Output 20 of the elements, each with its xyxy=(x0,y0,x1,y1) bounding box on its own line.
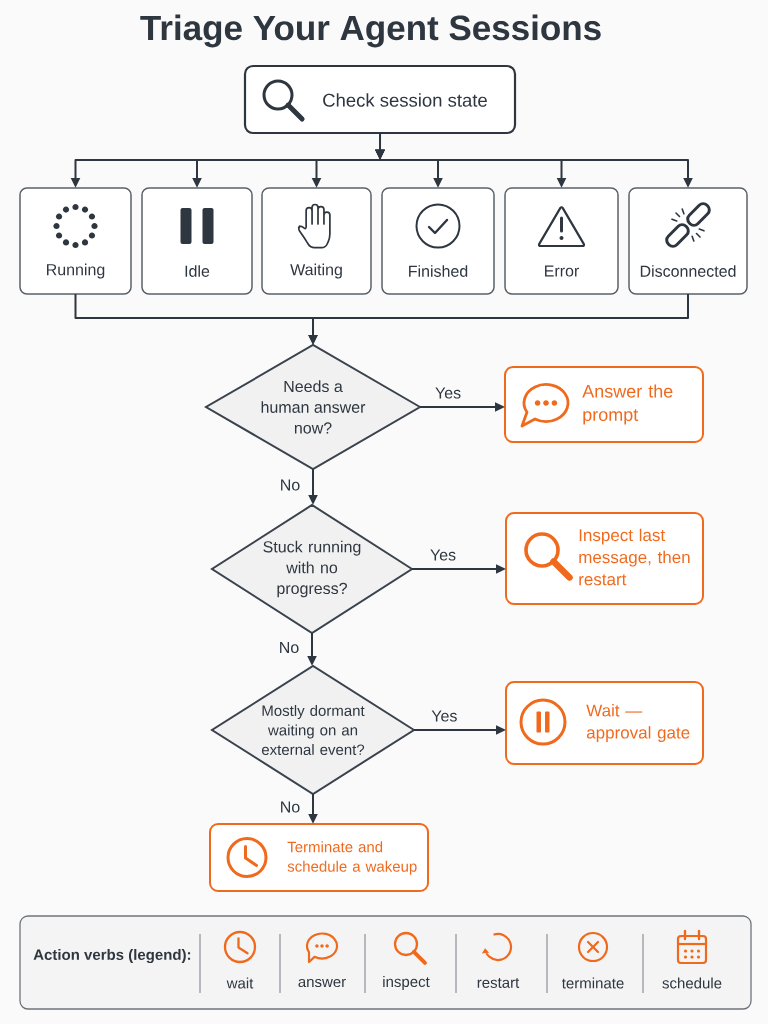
state-box: Finished xyxy=(381,187,495,295)
process-box: Check session state xyxy=(243,64,517,135)
legend-label: schedule xyxy=(662,977,722,989)
state-box: Disconnected xyxy=(628,187,748,295)
edge-label: No xyxy=(277,640,301,655)
state-box: Running xyxy=(19,187,132,295)
title: Triage Your Agent Sessions xyxy=(140,14,601,48)
state-box: Idle xyxy=(141,187,253,295)
legend-heading: Action verbs (legend): xyxy=(33,949,191,964)
state-box: Waiting xyxy=(261,187,372,295)
legend-label: terminate xyxy=(561,977,624,989)
action-box: Wait — approval gate xyxy=(505,681,704,765)
action-box: Answer the prompt xyxy=(504,366,704,443)
action-box: Terminate and schedule a wakeup xyxy=(209,823,429,892)
state-box: Error xyxy=(504,187,619,295)
legend-label: inspect xyxy=(383,976,430,990)
legend-label: wait xyxy=(226,977,254,989)
legend-label: restart xyxy=(477,978,520,988)
action-box: Inspect last message, then restart xyxy=(505,512,704,605)
legend-label: answer xyxy=(298,978,346,988)
